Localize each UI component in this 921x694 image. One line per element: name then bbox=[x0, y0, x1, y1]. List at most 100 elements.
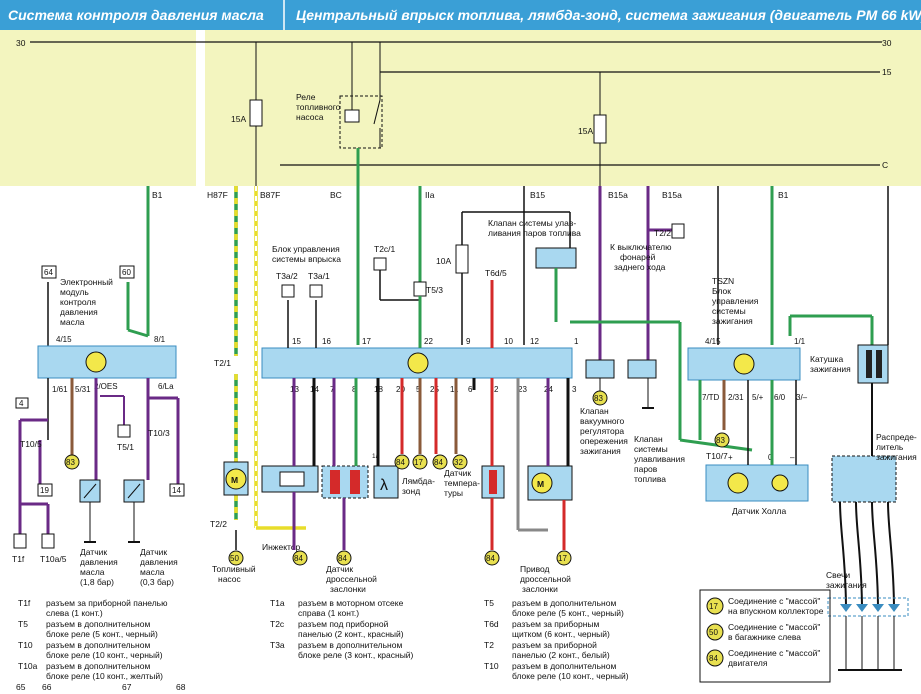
fuse-1 bbox=[249, 99, 263, 127]
svg-text:17: 17 bbox=[414, 458, 423, 467]
relay-coil bbox=[344, 109, 360, 123]
tag-t3a-2: T3a/2 bbox=[276, 271, 298, 281]
lambda-icon: λ bbox=[380, 477, 388, 494]
legend-right-code-2: T2 bbox=[484, 640, 494, 650]
svg-text:84: 84 bbox=[338, 554, 347, 563]
legend-left-code-3: T10a bbox=[18, 661, 38, 671]
tag-19: 19 bbox=[40, 486, 49, 495]
svg-text:84: 84 bbox=[486, 554, 495, 563]
tag-t2-2-a: T2/2 bbox=[654, 228, 671, 238]
conn-b87f: B87F bbox=[260, 190, 280, 200]
ground-legend-text-0: Соединение с "массой"на впускном коллект… bbox=[728, 596, 824, 616]
spark-plug-wires bbox=[839, 501, 895, 611]
inj-pin-10: 10 bbox=[504, 337, 513, 346]
sheet-number-68: 68 bbox=[176, 682, 186, 692]
inj-pin-6: 6 bbox=[468, 385, 473, 394]
tag-t10-5: T10/5 bbox=[20, 439, 42, 449]
svg-text:17: 17 bbox=[558, 554, 567, 563]
ground-83-mid bbox=[592, 390, 608, 406]
fuse-3 bbox=[455, 244, 469, 274]
rail-15: 15 bbox=[882, 67, 892, 77]
ground-84-1 bbox=[394, 454, 410, 470]
svg-text:84: 84 bbox=[294, 554, 303, 563]
ground-84-2 bbox=[432, 454, 448, 470]
tag-t10-7: T10/7 bbox=[706, 451, 728, 461]
ground-legend-badge-1 bbox=[706, 623, 724, 641]
ground-84-4 bbox=[336, 550, 352, 566]
ground-83-left bbox=[64, 454, 80, 470]
hall-magnet-icon bbox=[771, 474, 789, 492]
legend-right-code-3: T10 bbox=[484, 661, 499, 671]
ign-pin-7-td: 7/TD bbox=[702, 393, 720, 402]
legend-left-code-0: T1f bbox=[18, 598, 31, 608]
ground-17-2 bbox=[556, 550, 572, 566]
ground-17-1 bbox=[412, 454, 428, 470]
inj-pin-16: 16 bbox=[322, 337, 331, 346]
legend-left-code-1: T5 bbox=[18, 619, 28, 629]
inj-pin-12: 12 bbox=[530, 337, 539, 346]
conn-bc: BC bbox=[330, 190, 342, 200]
lambda-label: Лямбда-зонд bbox=[402, 476, 435, 496]
distributor bbox=[831, 455, 897, 503]
ground-legend-text-2: Соединение с "массой"двигателя bbox=[728, 648, 820, 668]
rail-c: C bbox=[882, 160, 888, 170]
ground-84-3 bbox=[292, 550, 308, 566]
inj-pin-15: 15 bbox=[292, 337, 301, 346]
oil-pin-8-1: 8/1 bbox=[154, 335, 166, 344]
ground-84-5 bbox=[484, 550, 500, 566]
ground-32 bbox=[452, 454, 468, 470]
oil-pin-4-15: 4/15 bbox=[56, 335, 72, 344]
inj-pin-3: 3 bbox=[572, 385, 577, 394]
tag-t2-1: T2/1 bbox=[214, 358, 231, 368]
tag-t6d-5: T6d/5 bbox=[485, 268, 507, 278]
tag-14: 14 bbox=[172, 486, 181, 495]
spark-plugs-icon bbox=[840, 604, 900, 612]
tag-t10-3: T10/3 bbox=[148, 428, 170, 438]
ground-83-right bbox=[714, 432, 730, 448]
inj-pin-1: 1 bbox=[574, 337, 579, 346]
tag-64: 64 bbox=[44, 268, 53, 277]
evap-valve-label: Клапан системы улав-ливания паров топлив… bbox=[488, 218, 581, 238]
vacuum-valve-icon bbox=[585, 359, 615, 379]
power-panel-right bbox=[205, 30, 921, 186]
conn-b1-left: B1 bbox=[152, 190, 163, 200]
legend-mid-code-0: T1a bbox=[270, 598, 285, 608]
injection-bottom-wires bbox=[292, 378, 570, 550]
ignition-coil bbox=[857, 344, 889, 384]
hall-pin-plus: + bbox=[728, 453, 733, 462]
inj-pin-23: 23 bbox=[518, 385, 527, 394]
oil-module-transistor-icon bbox=[85, 351, 107, 373]
conn-b15: B15 bbox=[530, 190, 545, 200]
ign-pin-1-1: 1/1 bbox=[794, 337, 806, 346]
tag-1a: 1a bbox=[372, 453, 380, 460]
header-bar bbox=[0, 0, 921, 30]
tag-t10a-5: T10a/5 bbox=[40, 554, 67, 564]
evap-valve-top bbox=[535, 247, 577, 269]
ign-pin-4-15: 4/15 bbox=[705, 337, 721, 346]
fuse-1-label: 15A bbox=[231, 114, 246, 124]
conn-iia: IIa bbox=[425, 190, 435, 200]
legend-mid-code-2: T3a bbox=[270, 640, 285, 650]
rail-30-right: 30 bbox=[882, 38, 892, 48]
injector-label: Инжектор bbox=[262, 542, 301, 552]
